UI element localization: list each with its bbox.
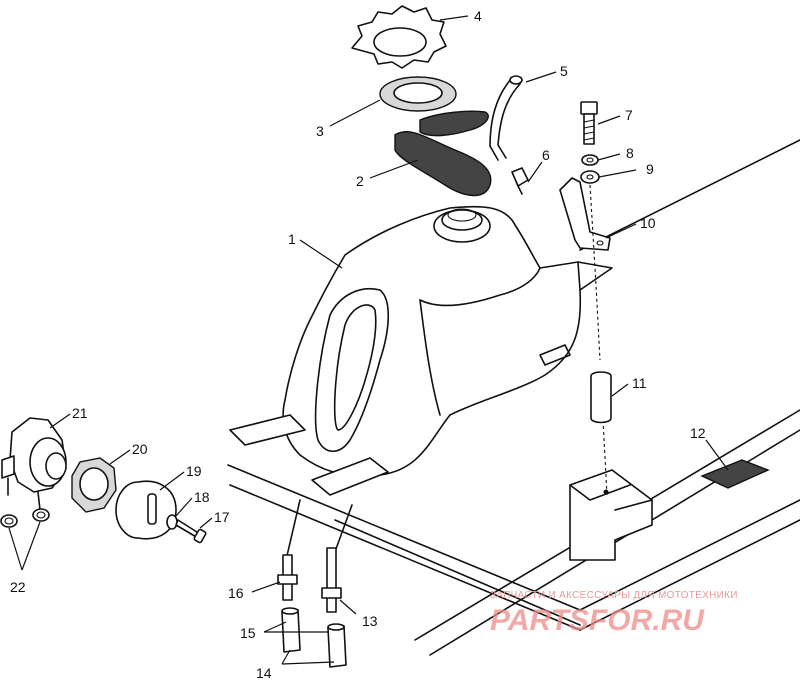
part-13-stud [321, 504, 353, 613]
leader-lines [8, 15, 729, 665]
part-15-grommets [281, 607, 347, 668]
callout-22: 22 [10, 579, 26, 595]
callout-8: 8 [626, 145, 634, 161]
part-3-gasket [379, 76, 457, 112]
callout-6: 6 [542, 147, 550, 163]
callout-10: 10 [640, 215, 656, 231]
callout-11: 11 [632, 375, 647, 391]
callout-5: 5 [560, 63, 568, 79]
callout-9: 9 [646, 161, 654, 177]
watermark-logo: PARTSFOR.RU [490, 604, 705, 637]
part-12-pad [700, 459, 770, 489]
callout-19: 19 [186, 463, 202, 479]
callout-18: 18 [194, 489, 210, 505]
part-5-vent-hose [489, 75, 523, 161]
part-8-lock-washer [581, 154, 599, 166]
part-2-foam-pad [394, 110, 492, 197]
callout-13: 13 [362, 613, 378, 629]
part-19-plate [115, 480, 177, 540]
part-17-screw [175, 519, 207, 544]
callout-12: 12 [690, 425, 706, 441]
part-20-gasket [71, 457, 117, 513]
part-1-fuel-tank [229, 205, 613, 496]
part-18-washer [166, 514, 178, 530]
callout-16: 16 [228, 585, 244, 601]
callout-21: 21 [72, 405, 88, 421]
part-10-bracket [559, 177, 611, 251]
callout-14: 14 [256, 665, 272, 680]
callout-labels: 4 5 3 7 6 8 2 9 10 1 11 12 21 20 19 18 1… [10, 8, 706, 680]
part-22-o-rings [0, 508, 50, 528]
part-7-bolt [580, 101, 598, 145]
part-9-washer [580, 170, 600, 184]
part-21-valve [1, 417, 67, 511]
callout-3: 3 [316, 123, 324, 139]
watermark-tagline: ЗАПЧАСТИ И АКСЕССУАРЫ ДЛЯ МОТОТЕХНИКИ [490, 590, 738, 601]
watermark: ЗАПЧАСТИ И АКСЕССУАРЫ ДЛЯ МОТОТЕХНИКИ PA… [490, 590, 738, 637]
callout-17: 17 [214, 509, 230, 525]
part-11-spacer [590, 371, 612, 424]
callout-7: 7 [625, 107, 633, 123]
part-4-fuel-cap [351, 5, 447, 69]
callout-15: 15 [240, 625, 256, 641]
part-16-stud [277, 499, 301, 601]
part-6-fitting [511, 167, 529, 195]
callout-4: 4 [474, 8, 482, 24]
callout-2: 2 [356, 173, 364, 189]
frame-bracket [569, 469, 653, 561]
callout-20: 20 [132, 441, 148, 457]
callout-1: 1 [288, 231, 296, 247]
